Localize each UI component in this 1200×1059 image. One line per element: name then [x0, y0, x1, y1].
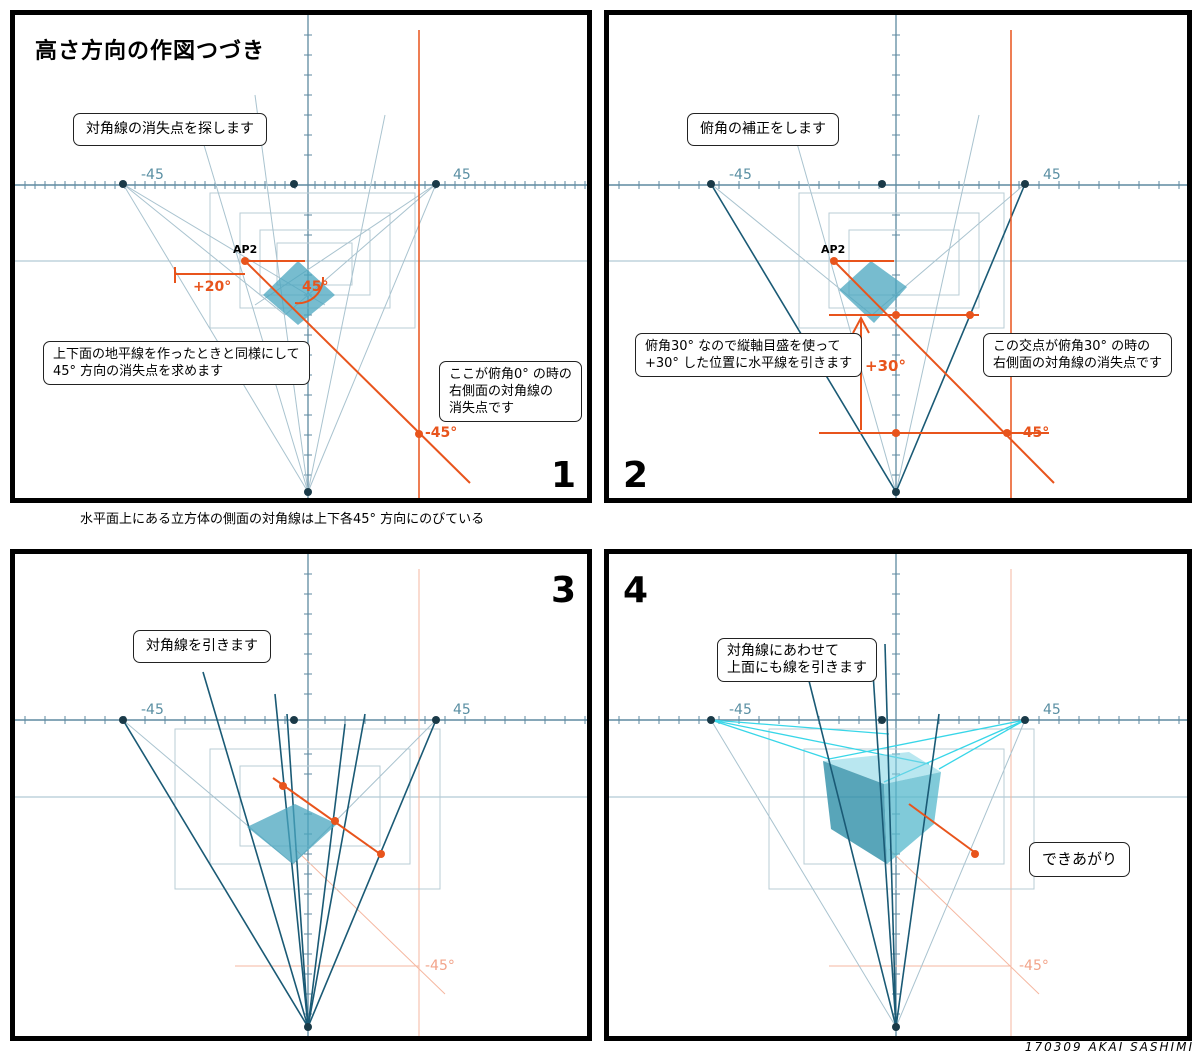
- axis-label-pos45: 45: [453, 167, 471, 183]
- note-finished: できあがり: [1029, 842, 1131, 877]
- axis-label-pos45: 45: [453, 702, 471, 718]
- minus45-label: -45°: [1019, 958, 1049, 974]
- cube-top-face: [247, 804, 337, 864]
- axis-label-pos45: 45: [1043, 167, 1061, 183]
- cube-top-face: [263, 261, 335, 325]
- note-right-side-vp: ここが俯角0° の時の 右側面の対角線の 消失点です: [439, 361, 582, 422]
- vanishing-points: [119, 180, 440, 496]
- panel-4: -45 45 -45° 対角線にあわせて 上面にも線を引きます できあがり 4: [604, 549, 1192, 1041]
- axis-label-neg45: -45: [141, 702, 164, 718]
- note-find-diagonal-vp: 対角線の消失点を探します: [73, 113, 267, 146]
- signature: 170309 AKAI SASHIMI: [1024, 1040, 1194, 1054]
- page-title: 高さ方向の作図つづき: [35, 39, 266, 64]
- panel-number: 1: [551, 455, 577, 496]
- panel-number: 3: [551, 570, 577, 611]
- note-top-face-lines: 対角線にあわせて 上面にも線を引きます: [717, 638, 877, 682]
- panel-2-diagram: [609, 15, 1187, 498]
- axis-label-pos45: 45: [1043, 702, 1061, 718]
- axis-label-neg45: -45: [141, 167, 164, 183]
- ruler-grid: [15, 15, 587, 498]
- ap2-label: AP2: [821, 243, 846, 256]
- angle-20-label: +20°: [193, 279, 232, 295]
- panel-3: -45 45 -45° 対角線を引きます 3: [10, 549, 592, 1041]
- finished-cube: [823, 752, 941, 864]
- panel-4-diagram: [609, 554, 1187, 1036]
- note-45-vp-method: 上下面の地平線を作ったときと同様にして 45° 方向の消失点を求めます: [43, 341, 310, 385]
- angle-30-label: +30°: [865, 357, 906, 375]
- caption: 水平面上にある立方体の側面の対角線は上下各45° 方向にのびている: [80, 512, 485, 527]
- angle-45-label: 45°: [302, 279, 329, 295]
- note-intersection-vp: この交点が俯角30° の時の 右側面の対角線の消失点です: [983, 333, 1173, 377]
- ruler-ticks: [24, 34, 586, 476]
- axis-label-neg45: -45: [729, 167, 752, 183]
- minus45-label: -45°: [425, 425, 458, 441]
- panel-3-diagram: [15, 554, 587, 1036]
- ap2-label: AP2: [233, 243, 258, 256]
- panel-1-diagram: [15, 15, 587, 498]
- panel-number: 4: [623, 570, 649, 611]
- minus45-label: -45°: [1017, 425, 1050, 441]
- panel-1: 高さ方向の作図つづき -45 45 AP2 +20° 45° -45° 対角線の…: [10, 10, 592, 503]
- note-plus30-line: 俯角30° なので縦軸目盛を使って +30° した位置に水平線を引きます: [635, 333, 863, 377]
- panel-2: -45 45 AP2 +30° -45° 俯角の補正をします 俯角30° なので…: [604, 10, 1192, 503]
- panel-number: 2: [623, 455, 649, 496]
- orange-construction: [174, 30, 471, 498]
- note-correct-angle: 俯角の補正をします: [687, 113, 839, 146]
- axis-label-neg45: -45: [729, 702, 752, 718]
- cube-top-face: [839, 261, 907, 323]
- note-draw-diagonal: 対角線を引きます: [133, 630, 271, 663]
- minus45-label: -45°: [425, 958, 455, 974]
